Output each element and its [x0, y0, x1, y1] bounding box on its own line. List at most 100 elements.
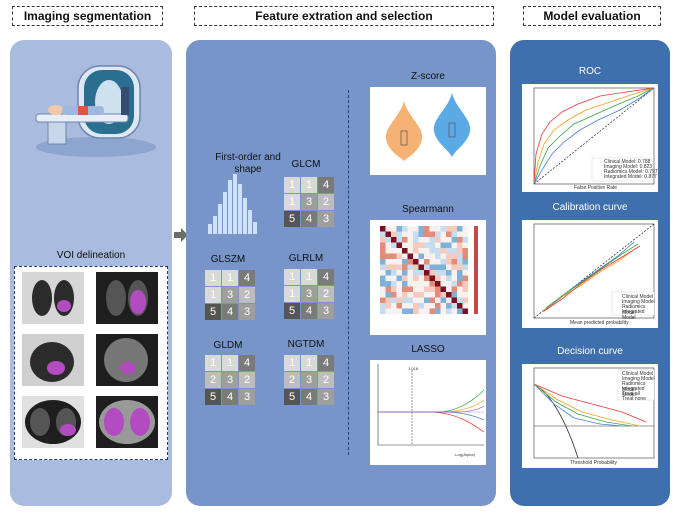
- heatmap-cell: [418, 242, 424, 248]
- heatmap-cell: [440, 275, 446, 281]
- heatmap-cell: [435, 270, 441, 276]
- heatmap-cell: [380, 226, 386, 232]
- decision-plot: Clinical Model Imaging Model Radiomics M…: [522, 364, 658, 468]
- calibration-plot: Clinical Model Imaging Model Radiomics M…: [522, 220, 658, 328]
- matrix-cell: 3: [318, 211, 334, 227]
- heatmap-cell: [451, 275, 457, 281]
- matrix-cell: 4: [318, 269, 334, 285]
- matrix-cell: 4: [222, 304, 238, 320]
- dec-legend-0: Clinical Model: [622, 371, 654, 377]
- heatmap-cell: [380, 286, 386, 292]
- dec-xlabel: Threshold Probability: [570, 460, 617, 466]
- heatmap-cell: [385, 303, 391, 309]
- heatmap-cell: [402, 259, 408, 265]
- heatmap-cell: [451, 308, 457, 314]
- heatmap-cell: [429, 292, 435, 298]
- heatmap-cell: [446, 253, 452, 259]
- matrix-cell: 3: [301, 194, 317, 210]
- heatmap-cell: [418, 237, 424, 243]
- heatmap-cell: [457, 281, 463, 287]
- heatmap-cell: [440, 303, 446, 309]
- matrix-cell: 3: [318, 389, 334, 405]
- heatmap-cell: [446, 237, 452, 243]
- decision-label: Decision curve: [557, 346, 623, 357]
- heatmap-cell: [429, 308, 435, 314]
- heatmap-cell: [462, 237, 468, 243]
- matrix-cell: 1: [222, 355, 238, 371]
- heatmap-cell: [446, 275, 452, 281]
- heatmap-cell: [435, 259, 441, 265]
- heatmap-cell: [385, 242, 391, 248]
- heatmap-cell: [380, 231, 386, 237]
- heatmap-cell: [462, 226, 468, 232]
- matrix-cell: 4: [301, 389, 317, 405]
- roc-legend-2: Radiomics Model: 0.797: [604, 169, 658, 175]
- heatmap-cell: [413, 248, 419, 254]
- heatmap-cell: [451, 248, 457, 254]
- heatmap-cell: [440, 281, 446, 287]
- lasso-xlabel-text: -Log(Alpha): [454, 452, 476, 457]
- heatmap-cell: [457, 303, 463, 309]
- heatmap-cell: [413, 275, 419, 281]
- matrix-cell: 5: [284, 389, 300, 405]
- heatmap-cell: [457, 248, 463, 254]
- heatmap-cell: [396, 297, 402, 303]
- heatmap-cell: [446, 248, 452, 254]
- calibration-label: Calibration curve: [552, 202, 628, 213]
- heatmap-cell: [451, 270, 457, 276]
- dec-legend-4: Treat all: [622, 391, 640, 397]
- heatmap-cell: [457, 275, 463, 281]
- heatmap-cell: [446, 303, 452, 309]
- matrix-cell: 1: [284, 355, 300, 371]
- lasso-plot: 1.018 -Log(Alpha): [370, 360, 486, 465]
- heatmap-cell: [435, 292, 441, 298]
- ct-scanner-illustration: [35, 65, 156, 157]
- heatmap-cell: [407, 281, 413, 287]
- heatmap-cell: [396, 259, 402, 265]
- matrix-cell: 1: [284, 286, 300, 302]
- matrix-cell: 4: [222, 389, 238, 405]
- heatmap-cell: [462, 248, 468, 254]
- imaging-segmentation-header: Imaging segmentation: [12, 6, 163, 26]
- heatmap-cell: [446, 308, 452, 314]
- heatmap-cell: [391, 297, 397, 303]
- heatmap-cell: [424, 275, 430, 281]
- glrlm-label: GLRLM: [288, 253, 324, 264]
- heatmap-cell: [435, 242, 441, 248]
- matrix-cell: 4: [301, 211, 317, 227]
- heatmap-cell: [396, 275, 402, 281]
- heatmap-cell: [407, 242, 413, 248]
- heatmap-cell: [418, 281, 424, 287]
- heatmap-cell: [407, 303, 413, 309]
- voi-delineation-label: VOI delineation: [56, 250, 126, 261]
- heatmap-cell: [435, 303, 441, 309]
- heatmap-cell: [457, 253, 463, 259]
- roc-legend-3: Integrated Model: 0.877: [604, 174, 657, 180]
- heatmap-cell: [385, 281, 391, 287]
- heatmap-cell: [385, 259, 391, 265]
- heatmap-cell: [462, 264, 468, 270]
- heatmap-cell: [429, 286, 435, 292]
- heatmap-cell: [457, 292, 463, 298]
- heatmap-cell: [451, 259, 457, 265]
- heatmap-cell: [380, 292, 386, 298]
- matrix-cell: 5: [284, 211, 300, 227]
- heatmap-cell: [396, 253, 402, 259]
- voi-image-frame: [14, 266, 168, 460]
- dec-legend-5: Treat none: [622, 396, 646, 402]
- heatmap-cell: [396, 226, 402, 232]
- ct-lung-slices: [22, 272, 158, 448]
- heatmap-cell: [462, 297, 468, 303]
- heatmap-cell: [418, 297, 424, 303]
- matrix-cell: 1: [284, 177, 300, 193]
- heatmap-cell: [385, 253, 391, 259]
- heatmap-cell: [429, 259, 435, 265]
- heatmap-cell: [391, 264, 397, 270]
- heatmap-cell: [457, 259, 463, 265]
- heatmap-cell: [424, 248, 430, 254]
- roc-legend-0: Clinical Model: 0.788: [604, 159, 651, 165]
- heatmap-cell: [385, 308, 391, 314]
- matrix-cell: 1: [222, 270, 238, 286]
